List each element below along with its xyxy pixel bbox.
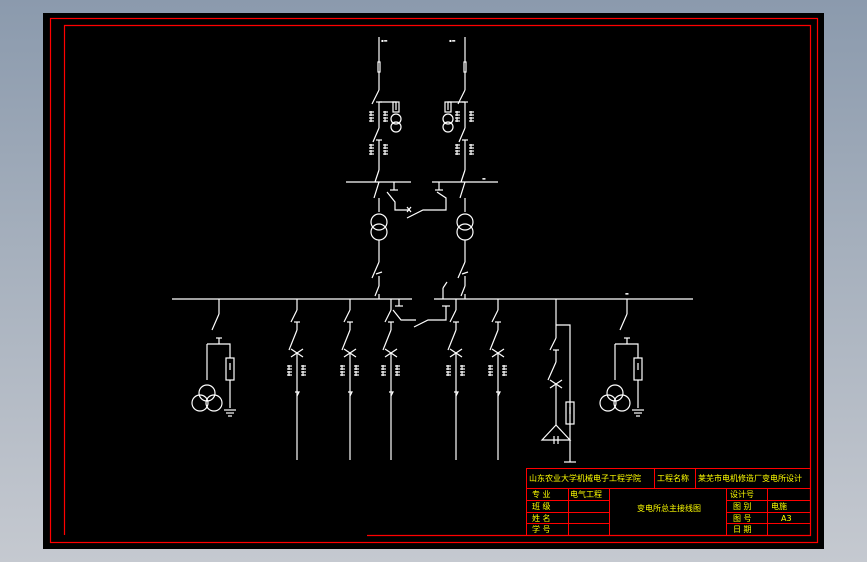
feeder-4-switch [449, 309, 457, 323]
incoming-line-label-2: ▪▬ [449, 38, 456, 43]
feeder-2-arrow [348, 391, 353, 397]
project-label: 工程名称 [657, 473, 689, 483]
incoming-2-pt [442, 121, 454, 133]
design-no-label: 设计号 [730, 489, 754, 499]
voltage-transformer-right-pt [606, 384, 624, 402]
incoming-2-arrester [463, 61, 467, 73]
single-line-diagram: ▪▬ ▪▬ ▬ ▬ 山东农业大学机械电子工程学院 工程名称 莱芜市电机修造厂变电… [49, 17, 819, 544]
incoming-1-switch [374, 169, 380, 183]
drawing-sheet: ▪▬ ▪▬ ▬ ▬ 山东农业大学机械电子工程学院 工程名称 莱芜市电机修造厂变电… [43, 13, 824, 549]
wiring [172, 37, 693, 463]
outer-frame [49, 17, 819, 544]
major-value: 电气工程 [570, 489, 602, 499]
voltage-transformer-left-switch [211, 313, 220, 331]
main-transformer-2-breaker [457, 261, 466, 279]
feeder-1-switch [290, 309, 298, 323]
feeder-4-breaker [447, 329, 457, 351]
hv-bus-label: ▬ [482, 176, 486, 181]
feeder-5-switch [491, 309, 499, 323]
drawing-type-value: 电施 [771, 501, 787, 511]
feeder-1-arrow [295, 391, 300, 397]
date-label: 日 期 [733, 525, 752, 534]
incoming-2-pt-fuse [444, 101, 452, 113]
school-name: 山东农业大学机械电子工程学院 [529, 473, 641, 483]
capacitor-bank-x [549, 379, 563, 389]
voltage-transformer-right-bus [615, 343, 639, 358]
incoming-1-breaker [372, 127, 380, 143]
lv-tie [442, 281, 448, 289]
capacitor-bank-breaker [547, 361, 557, 381]
incoming-1-disconnector [371, 89, 380, 105]
feeder-4-arrow [454, 391, 459, 397]
title-block-border [526, 468, 811, 536]
lv-tie-line [413, 306, 447, 328]
inner-frame [63, 24, 812, 537]
drawing-no-value: A3 [781, 514, 792, 523]
hv-tie-x [406, 206, 412, 213]
capacitor-bank-bypass [556, 324, 571, 462]
main-transformer-1-x [375, 271, 383, 275]
wire-labels: ▪▬ ▪▬ ▬ ▬ [381, 38, 629, 296]
title-block [526, 468, 811, 536]
main-transformer-1-switch [373, 181, 380, 199]
feeder-3-arrow [389, 391, 394, 397]
capacitor-bank-fuse [565, 401, 575, 425]
name-label: 姓 名 [532, 513, 551, 523]
capacitor-bank-delta [540, 424, 572, 441]
capacitor-bank-switch [549, 337, 557, 351]
main-transformer-1-breaker [371, 261, 380, 279]
voltage-transformer-left-pt [205, 394, 223, 412]
feeder-1-breaker [288, 329, 298, 351]
main-transformer-2-winding [456, 223, 474, 241]
feeder-2-breaker [341, 329, 351, 351]
title-block-text: 山东农业大学机械电子工程学院 工程名称 莱芜市电机修造厂变电所设计 专 业 电气… [529, 473, 802, 534]
voltage-transformer-right-pt [613, 394, 631, 412]
feeder-5-arrow [496, 391, 501, 397]
voltage-transformer-right-pt [599, 394, 617, 412]
incoming-2-switch [460, 169, 466, 183]
major-label: 专 业 [532, 489, 551, 499]
incoming-1-pt [390, 121, 402, 133]
incoming-1-pt [390, 113, 402, 125]
voltage-transformer-left-bus [207, 343, 231, 358]
hv-tie-line [386, 191, 410, 211]
voltage-transformer-left-pt [191, 394, 209, 412]
drawing-no-label: 图 号 [733, 514, 752, 523]
feeder-3-switch [384, 309, 392, 323]
incoming-2-pt [442, 113, 454, 125]
lv-tie-line [392, 309, 416, 321]
drawing-title: 变电所总主接线图 [637, 503, 701, 513]
incoming-2-breaker [458, 127, 466, 143]
project-name: 莱芜市电机修造厂变电所设计 [698, 473, 802, 483]
class-label: 班 级 [532, 501, 551, 511]
main-transformer-1-winding [370, 213, 388, 231]
feeder-2-switch [343, 309, 351, 323]
voltage-transformer-right-switch [619, 313, 628, 331]
drawing-type-label: 图 别 [733, 502, 752, 511]
feeder-3-breaker [382, 329, 392, 351]
main-transformer-2-switch [459, 181, 466, 199]
incoming-1-pt-fuse [392, 101, 400, 113]
main-transformer-2-winding [456, 213, 474, 231]
main-transformer-1-winding [370, 223, 388, 241]
student-id-label: 学 号 [532, 524, 551, 534]
main-transformer-2-switch [460, 285, 466, 297]
main-transformer-1-switch [374, 285, 380, 297]
main-transformer-2-x [461, 271, 469, 275]
incoming-line-label-1: ▪▬ [381, 38, 388, 43]
voltage-transformer-left-pt [198, 384, 216, 402]
incoming-1-arrester [377, 61, 381, 73]
lv-bus-label: ▬ [625, 291, 629, 296]
hv-tie-line [406, 191, 447, 219]
drawing-frame [49, 17, 819, 544]
feeder-5-breaker [489, 329, 499, 351]
